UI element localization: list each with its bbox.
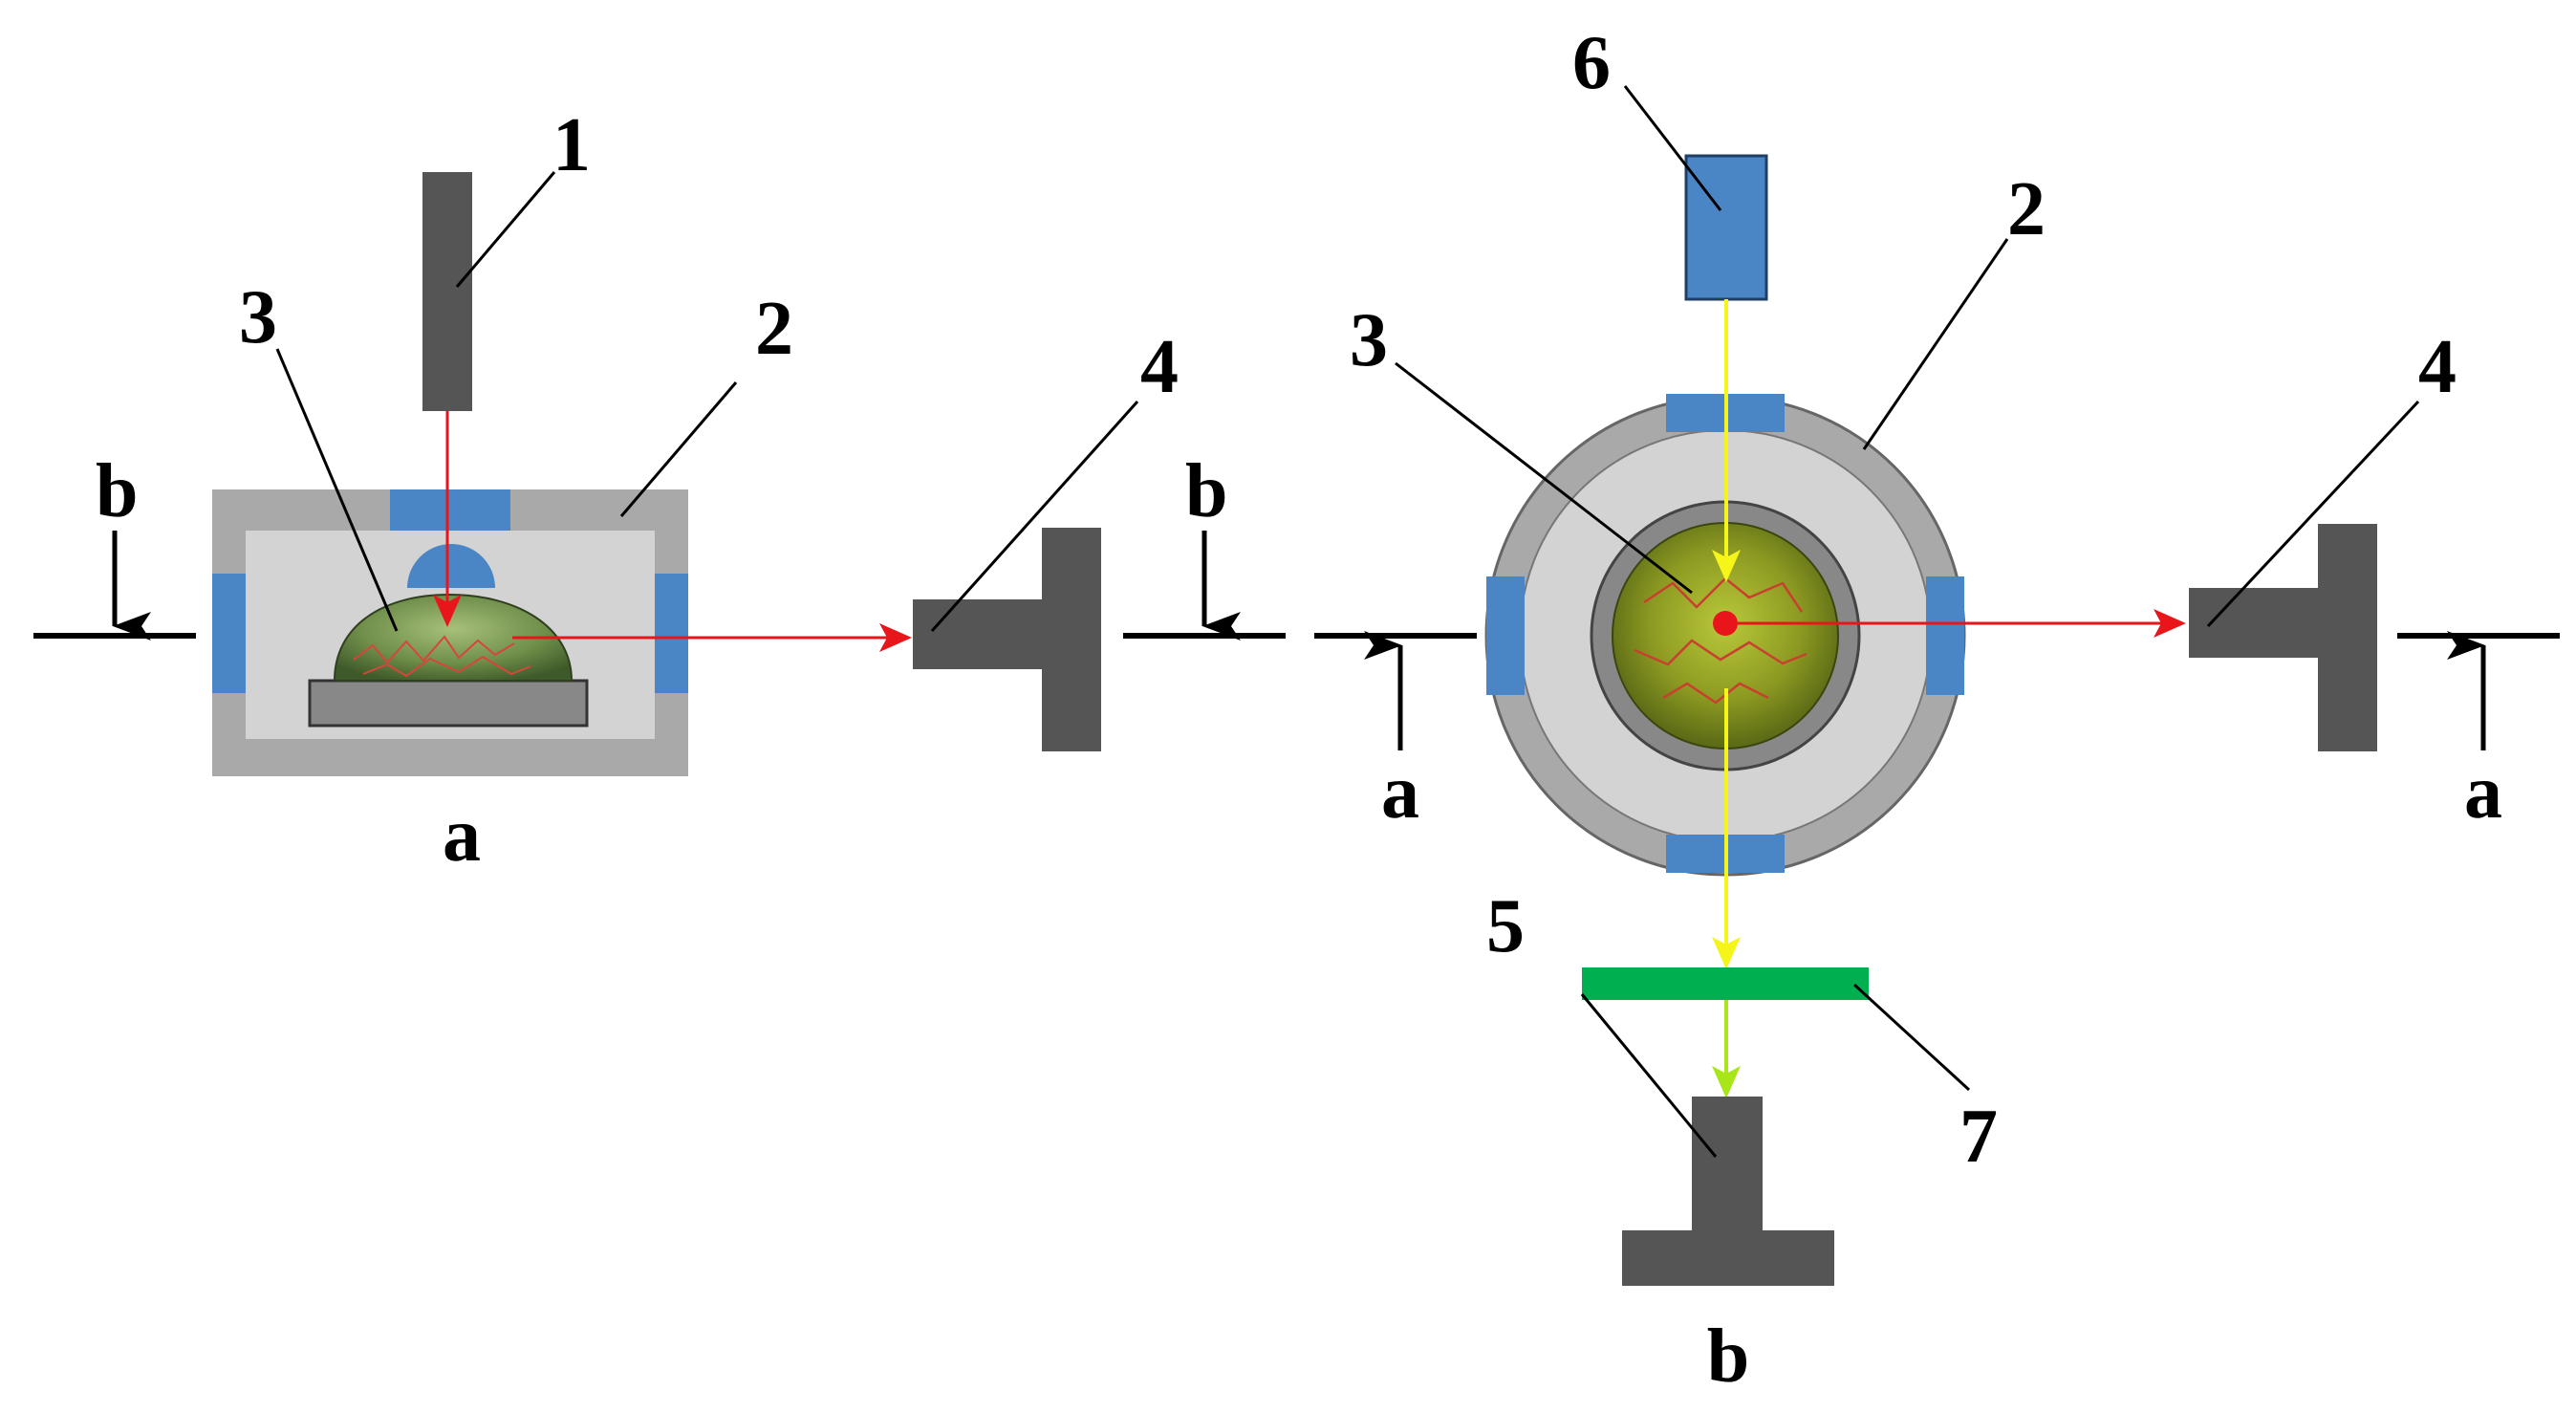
cut-label-b-left: b — [96, 449, 139, 533]
label-5: 5 — [1486, 884, 1525, 968]
leader-4-left — [930, 400, 1139, 633]
label-4-left: 4 — [1140, 325, 1179, 409]
leader-2-left — [619, 381, 738, 517]
left-view: 1 2 3 4 a b b — [33, 103, 1286, 878]
window-right-left — [655, 574, 688, 693]
leader-3-right — [1395, 361, 1693, 595]
sample-stage-left — [308, 679, 589, 728]
leader-7 — [1852, 983, 1971, 1092]
label-2-left: 2 — [755, 287, 793, 371]
detector-4-right-bar — [2318, 524, 2377, 751]
window-left-left — [212, 574, 246, 693]
detector-4-right-stem — [2189, 588, 2323, 658]
section-label-a: a — [443, 793, 481, 878]
label-3-right: 3 — [1350, 298, 1388, 382]
excitation-source-6 — [1684, 154, 1768, 301]
detector-5-bar — [1622, 1230, 1834, 1286]
lens-left — [407, 544, 495, 588]
label-3-left: 3 — [239, 275, 277, 359]
label-7: 7 — [1959, 1095, 1998, 1179]
sample-texture-left — [353, 635, 531, 678]
cut-label-a-left: a — [1381, 750, 1419, 835]
laser-source-1 — [422, 172, 472, 411]
detector-4-left-bar — [1042, 528, 1101, 751]
leader-1 — [455, 171, 556, 288]
label-6: 6 — [1572, 21, 1611, 105]
detector-4-left-stem — [913, 599, 1047, 669]
label-2-right: 2 — [2007, 167, 2046, 251]
window-top-left — [390, 489, 510, 531]
filter-7 — [1582, 967, 1869, 1000]
window-left-right — [1486, 576, 1525, 695]
label-4-right: 4 — [2418, 325, 2457, 409]
leader-4-right — [2206, 400, 2420, 628]
cut-label-b-right: b — [1185, 449, 1228, 533]
leader-2-right — [1862, 238, 2009, 450]
excitation-spot — [1713, 611, 1738, 636]
section-label-b: b — [1707, 1314, 1750, 1399]
window-right-right — [1926, 576, 1964, 695]
leader-5 — [1580, 993, 1718, 1158]
detector-5-stem — [1692, 1097, 1763, 1235]
cut-label-a-right: a — [2464, 750, 2502, 835]
right-view: 6 2 3 4 5 7 b a a — [1314, 21, 2560, 1399]
leader-3-left — [275, 348, 399, 632]
leader-6 — [1623, 85, 1722, 211]
label-1: 1 — [552, 103, 591, 187]
